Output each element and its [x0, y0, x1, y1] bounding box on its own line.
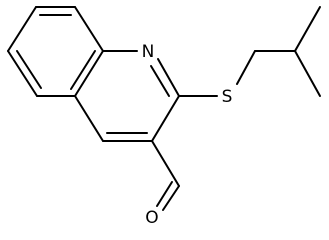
- bond-ch-ch3-top: [294, 6, 321, 52]
- bond-c5-c6: [7, 50, 38, 97]
- nitrogen-atom-label: N: [142, 42, 155, 62]
- bond-c2-c3: [151, 95, 180, 142]
- sulfur-atom-label: S: [222, 87, 233, 107]
- bond-c8-c8a: [74, 6, 104, 52]
- molecule-canvas: N S O: [7, 6, 321, 228]
- bond-cho-o-a: [162, 185, 180, 211]
- bond-ch-ch3-bottom: [294, 50, 321, 97]
- structure-diagram: N S O: [7, 6, 321, 228]
- bond-inner-c8a-c4a: [70, 50, 96, 90]
- bond-cho-o-b: [156, 181, 173, 207]
- bond-c6-c7: [7, 6, 37, 52]
- pyridine-ring: [74, 50, 180, 142]
- bond-inner-n1-c2: [150, 65, 170, 97]
- bond-c3-cho: [151, 140, 180, 187]
- isobutyl-sulfanyl-group: [178, 6, 321, 97]
- bond-inner-c5-c6: [16, 50, 42, 89]
- bond-n1-c2: [157, 58, 180, 97]
- bond-c4-c4a: [74, 95, 104, 142]
- oxygen-atom-label: O: [145, 208, 158, 228]
- aldehyde-group: [151, 140, 180, 211]
- bond-s-ch2: [236, 50, 256, 85]
- bond-c8a-c4a: [74, 50, 104, 97]
- benzene-ring: [7, 6, 104, 97]
